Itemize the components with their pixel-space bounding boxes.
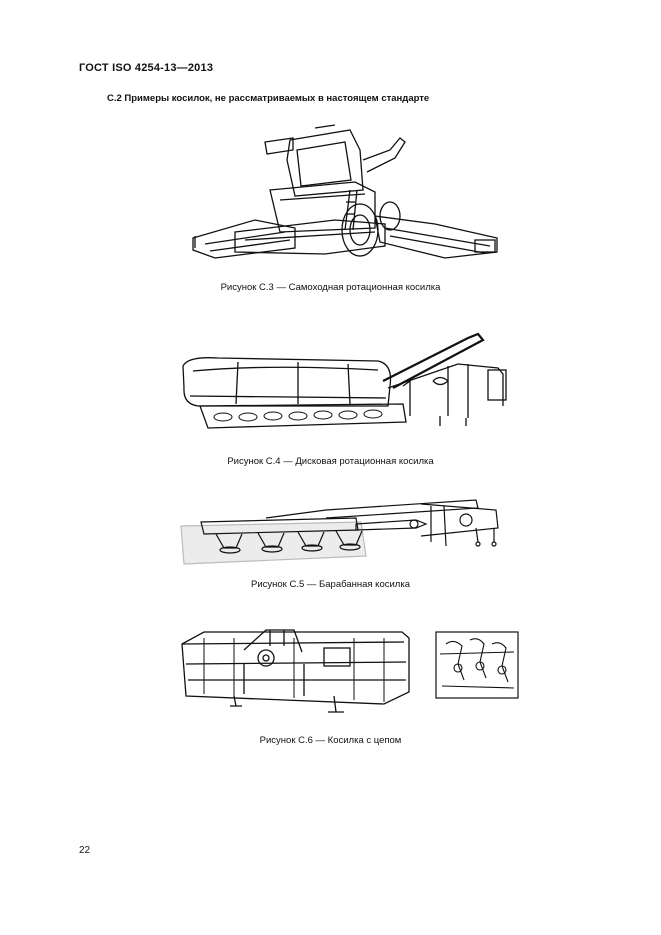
section-title: С.2 Примеры косилок, не рассматриваемых … (107, 93, 430, 104)
figure-caption-c5: Рисунок С.5 — Барабанная косилка (251, 579, 410, 590)
figure-caption-c6: Рисунок С.6 — Косилка с цепом (259, 735, 402, 746)
drum-mower-illustration (176, 496, 506, 570)
figure-caption-c3: Рисунок С.3 — Самоходная ротационная кос… (220, 282, 441, 293)
figure-caption-c4: Рисунок С.4 — Дисковая ротационная косил… (227, 456, 434, 467)
flail-mower-illustration (174, 624, 524, 720)
self-propelled-rotary-mower-illustration (185, 120, 505, 270)
document-header: ГОСТ ISO 4254-13—2013 (79, 62, 214, 74)
page-number: 22 (79, 845, 91, 856)
disc-rotary-mower-illustration (178, 326, 518, 434)
